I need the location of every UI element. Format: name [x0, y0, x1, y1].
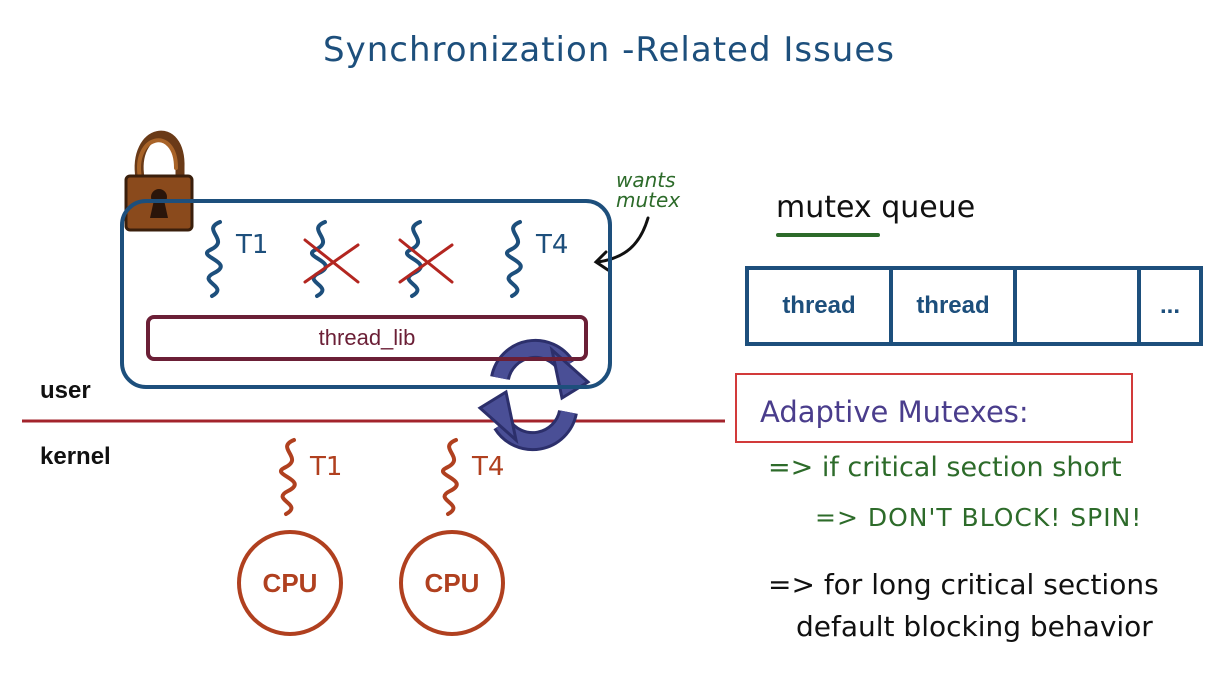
- wants-mutex-arrow: [593, 216, 650, 272]
- mutex-underline: [776, 233, 880, 237]
- queue-cell: thread: [749, 270, 893, 342]
- queue-cell: [1017, 270, 1141, 342]
- wants-mutex-note: wants mutex: [616, 170, 680, 210]
- user-thread-squiggle-2: [310, 220, 328, 298]
- adaptive-mutexes-highlight: [735, 373, 1133, 443]
- user-label: user: [40, 377, 91, 404]
- user-thread-label-t1: T1: [236, 230, 269, 260]
- kernel-thread-squiggle-t4: [441, 438, 459, 516]
- queue-cell-ellipsis: ...: [1159, 292, 1180, 319]
- user-thread-squiggle-t4: [505, 220, 523, 298]
- adaptive-mutexes-heading: Adaptive Mutexes:: [760, 395, 1029, 429]
- kernel-label: kernel: [40, 443, 111, 470]
- wants-mutex-line-1: wants: [616, 168, 676, 192]
- adaptive-line-default-blocking: default blocking behavior: [796, 610, 1153, 643]
- kernel-thread-squiggle-t1: [279, 438, 297, 516]
- adaptive-line-spin: => DON'T BLOCK! SPIN!: [815, 503, 1143, 532]
- user-thread-label-t4: T4: [536, 230, 569, 260]
- user-process-box: [120, 199, 612, 389]
- queue-cell: thread: [893, 270, 1017, 342]
- cross-mark-2: [303, 238, 360, 284]
- thread-lib-box: thread_lib: [146, 315, 588, 361]
- kernel-thread-label-t1: T1: [310, 452, 343, 482]
- wants-mutex-line-2: mutex: [616, 188, 681, 212]
- cpu-circle-2: CPU: [399, 530, 505, 636]
- cross-mark-3: [398, 238, 454, 284]
- mutex-queue-title: mutex queue: [776, 190, 976, 225]
- adaptive-line-long-section: => for long critical sections: [768, 568, 1159, 601]
- mutex-queue: thread thread ...: [745, 266, 1203, 346]
- page-title: Synchronization -Related Issues: [323, 30, 895, 70]
- user-thread-squiggle-t1: [205, 220, 223, 298]
- kernel-thread-label-t4: T4: [472, 452, 505, 482]
- adaptive-line-short-section: => if critical section short: [768, 452, 1122, 483]
- cpu-circle-1: CPU: [237, 530, 343, 636]
- user-thread-squiggle-3: [405, 220, 423, 298]
